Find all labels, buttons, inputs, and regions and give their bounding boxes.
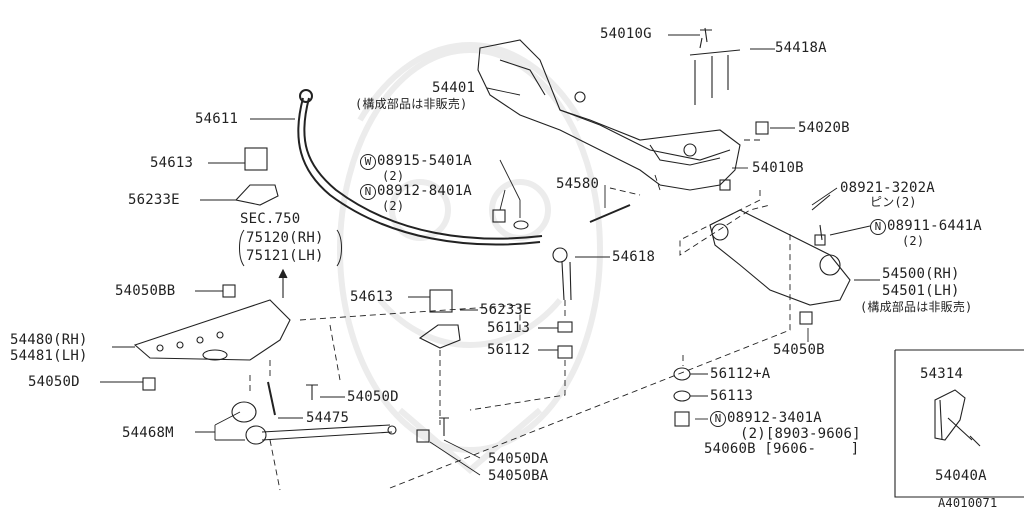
nut-54050B: [799, 311, 813, 325]
bolt-54050D-mid: [306, 384, 318, 400]
label-54418A[interactable]: 54418A: [775, 40, 827, 56]
label-54020B[interactable]: 54020B: [798, 120, 850, 136]
bushing-56112A: [673, 367, 691, 381]
qty-08912-3401A: (2)[8903-9606]: [740, 426, 861, 442]
label-sec-750[interactable]: SEC.750: [240, 211, 301, 227]
bushing-54613-top: [244, 147, 268, 171]
label-54010G[interactable]: 54010G: [600, 26, 652, 42]
transverse-link: [709, 194, 851, 306]
label-54618[interactable]: 54618: [612, 249, 656, 265]
label-54613-top[interactable]: 54613: [150, 155, 194, 171]
label-54050D-mid[interactable]: 54050D: [347, 389, 399, 405]
label-75121[interactable]: 75121(LH): [246, 248, 324, 264]
nut-symbol-n: N: [360, 184, 376, 200]
bolt-54010G: [700, 27, 712, 43]
highlighted-part-54060[interactable]: 54060: [704, 441, 748, 457]
nut-54050BA: [416, 429, 430, 443]
bolt-54050DA: [439, 417, 449, 436]
front-crossmember: [477, 37, 741, 191]
label-56112A[interactable]: 56112+A: [710, 366, 771, 382]
label-54401[interactable]: 54401: [432, 80, 476, 96]
bolt-54475: [267, 381, 276, 416]
label-54050BA[interactable]: 54050BA: [488, 468, 549, 484]
bracket-56233E-top: [234, 184, 279, 206]
label-54060B[interactable]: 54060B [9606- ]: [704, 441, 860, 457]
label-54500-rh[interactable]: 54500(RH): [882, 266, 960, 282]
label-54010B[interactable]: 54010B: [752, 160, 804, 176]
bushing-54613-mid: [429, 289, 453, 313]
bracket-56233E-mid: [418, 324, 461, 349]
link-bracket: [133, 268, 291, 361]
nut-54020B: [755, 121, 769, 135]
label-54040A[interactable]: 54040A: [935, 468, 987, 484]
note-54500: (構成部品は非販売): [860, 300, 973, 314]
sec-bracket-left: [239, 229, 245, 267]
nut-54050D-left: [142, 377, 156, 391]
washer-56113: [673, 390, 691, 402]
note-54401: (構成部品は非販売): [355, 97, 468, 111]
qty-08912-8401A: (2): [382, 199, 405, 213]
stabilizer-bar: [297, 89, 543, 246]
label-56233E-mid[interactable]: 56233E: [480, 302, 532, 318]
sec-bracket-right: [336, 229, 342, 267]
nut-08912-8401A: [492, 209, 506, 223]
nut-symbol-n: N: [710, 411, 726, 427]
stabilizer-link: [552, 247, 573, 359]
label-75120[interactable]: 75120(RH): [246, 230, 324, 246]
nut-54050BB: [222, 284, 236, 298]
label-54050DA[interactable]: 54050DA: [488, 451, 549, 467]
label-54580[interactable]: 54580: [556, 176, 600, 192]
label-54314[interactable]: 54314: [920, 366, 964, 382]
nut-54010B: [719, 179, 731, 191]
label-54611[interactable]: 54611: [195, 111, 239, 127]
label-54501-lh[interactable]: 54501(LH): [882, 283, 960, 299]
qty-08911: (2): [902, 234, 925, 248]
label-54480-rh[interactable]: 54480(RH): [10, 332, 88, 348]
qty-08915: (2): [382, 169, 405, 183]
assembly-dashed-lines: [249, 139, 791, 491]
label-08921-3202A[interactable]: 08921-3202A: [840, 180, 935, 196]
nut-08912-3401A: [674, 411, 690, 427]
label-54050B[interactable]: 54050B: [773, 342, 825, 358]
label-54050D-left[interactable]: 54050D: [28, 374, 80, 390]
diagram-id: A4010071: [938, 496, 998, 510]
label-56113-mid[interactable]: 56113: [487, 320, 531, 336]
washer-symbol-w: W: [360, 154, 376, 170]
nut-08911: [814, 234, 826, 246]
label-54613-mid[interactable]: 54613: [350, 289, 394, 305]
bolt-54580: [589, 204, 631, 223]
tension-rod: [231, 401, 397, 445]
leader-lines: [100, 34, 880, 476]
label-56112[interactable]: 56112: [487, 342, 531, 358]
label-54468M[interactable]: 54468M: [122, 425, 174, 441]
label-56113-right[interactable]: 56113: [710, 388, 754, 404]
label-54481-lh[interactable]: 54481(LH): [10, 348, 88, 364]
nut-symbol-n: N: [870, 219, 886, 235]
label-54050BB[interactable]: 54050BB: [115, 283, 176, 299]
label-54475[interactable]: 54475: [306, 410, 350, 426]
washer-08915: [513, 220, 529, 230]
label-56233E-top[interactable]: 56233E: [128, 192, 180, 208]
note-08921: ピン(2): [870, 195, 917, 209]
inset-box: [894, 349, 1024, 498]
